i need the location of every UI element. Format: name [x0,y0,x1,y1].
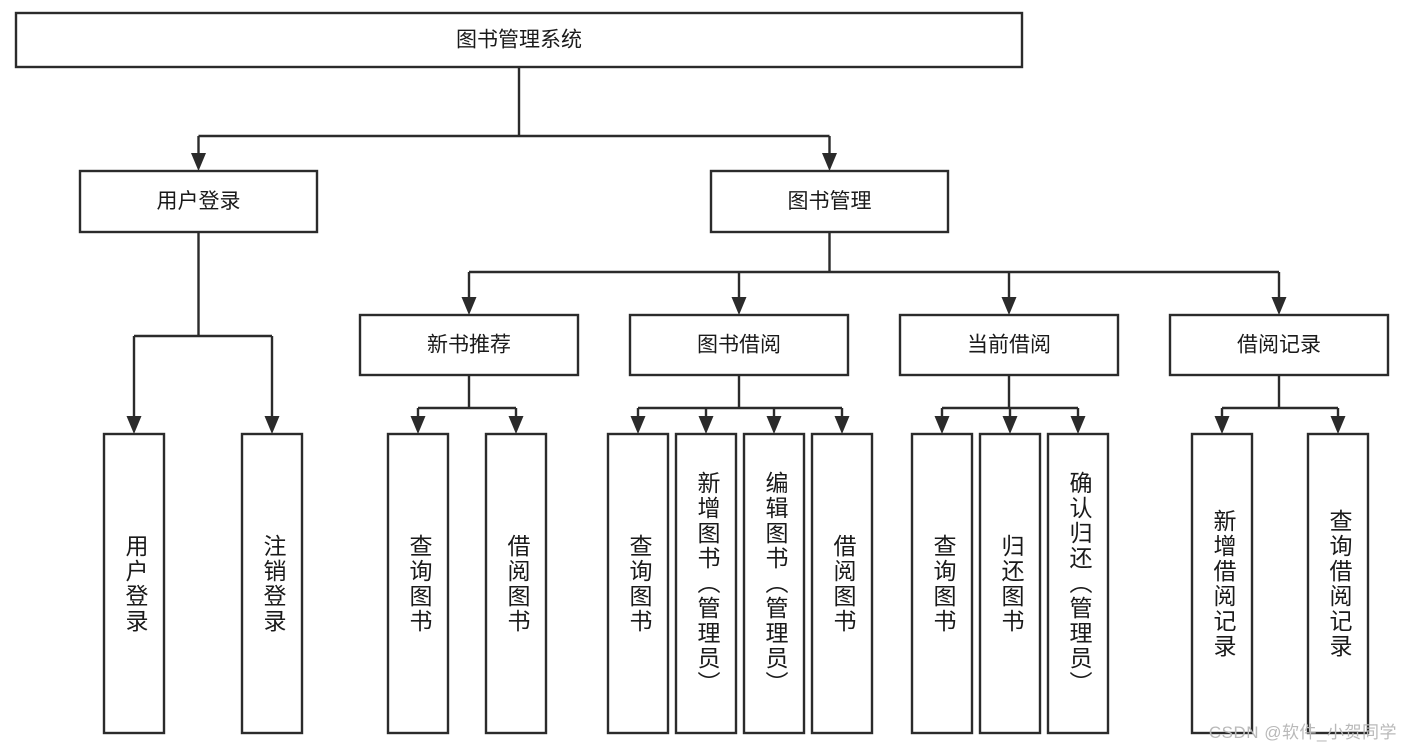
node-box-leaf-2 [386,432,450,735]
edge-leaf-4-arrowhead [630,416,646,434]
node-label-root: 图书管理系统 [456,29,582,52]
node-box-leaf-8 [910,432,974,735]
edge-leaf-3-arrowhead [508,416,524,434]
node-label-level3-2: 当前借阅 [967,334,1051,357]
node-box-leaf-6 [742,432,806,735]
node-box-level2-0 [78,169,319,234]
edges-layer [126,67,1346,434]
edge-root-child-1-arrowhead [822,153,837,171]
edge-leaf-5-arrowhead [698,416,714,434]
watermark-text: CSDN @软件_小贺同学 [1208,723,1397,742]
node-label-level3-3: 借阅记录 [1237,334,1321,357]
node-box-leaf-1 [240,432,304,735]
edge-leaf-8-arrowhead [934,416,950,434]
edge-leaf-1-arrowhead [264,416,280,434]
edge-leaf-0-arrowhead [126,416,142,434]
edge-root-child-0-arrowhead [191,153,206,171]
node-box-level3-3 [1168,313,1390,377]
edge-leaf-9-arrowhead [1002,416,1018,434]
node-box-leaf-10 [1046,432,1110,735]
node-box-leaf-7 [810,432,874,735]
node-box-root [14,11,1024,69]
node-box-level3-0 [358,313,580,377]
node-label-level2-1: 图书管理 [788,190,872,213]
edge-leaf-12-arrowhead [1330,416,1346,434]
node-box-leaf-9 [978,432,1042,735]
edge-mgmt-child-1-arrowhead [731,297,747,315]
edge-leaf-6-arrowhead [766,416,782,434]
edge-leaf-2-arrowhead [410,416,426,434]
edge-mgmt-child-3-arrowhead [1271,297,1287,315]
node-box-leaf-4 [606,432,670,735]
node-box-level3-2 [898,313,1120,377]
node-box-leaf-12 [1306,432,1370,735]
node-label-level2-0: 用户登录 [157,190,241,213]
node-box-leaf-11 [1190,432,1254,735]
node-label-level3-1: 图书借阅 [697,334,781,357]
node-label-level3-0: 新书推荐 [427,334,511,357]
node-box-leaf-5 [674,432,738,735]
edge-leaf-10-arrowhead [1070,416,1086,434]
node-box-level3-1 [628,313,850,377]
edge-mgmt-child-0-arrowhead [461,297,477,315]
edge-mgmt-child-2-arrowhead [1001,297,1017,315]
node-box-leaf-0 [102,432,166,735]
edge-leaf-11-arrowhead [1214,416,1230,434]
boxes-layer [14,11,1390,735]
node-box-level2-1 [709,169,950,234]
node-box-leaf-3 [484,432,548,735]
edge-leaf-7-arrowhead [834,416,850,434]
